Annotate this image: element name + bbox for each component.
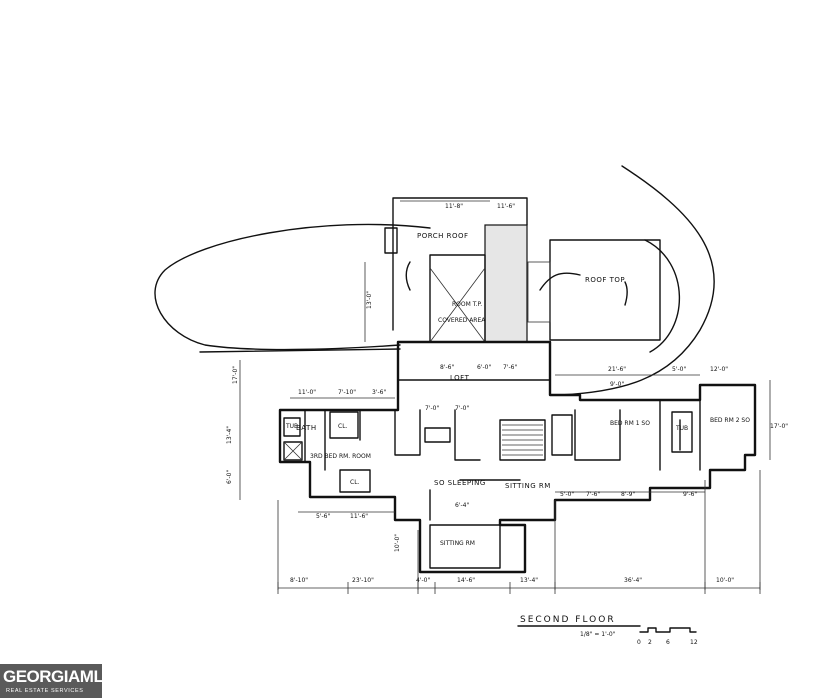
driveway-line [199,348,401,353]
dim-loft3: 6'-0" [477,364,491,371]
dim-bot4: 14'-6" [457,577,475,584]
scale-tick-0: 0 [637,639,641,646]
dim-sit3: 8'-9" [621,491,635,498]
porch-cross-1 [429,267,486,343]
sweep-curve-right [559,165,715,396]
vanity-1 [424,427,451,443]
dim-low1: 5'-6" [316,513,330,520]
dim-right1: 21'-6" [608,366,626,373]
label-bedroom-3: 3RD BED RM. ROOM [310,453,371,460]
logo-tagline: REAL ESTATE SERVICES [6,688,84,694]
dim-bot3: 4'-0" [416,577,430,584]
dim-sitting-h: 10'-0" [394,534,401,552]
closet-2 [339,469,371,493]
tub-fixture [283,417,301,437]
dim-bath-row1: 11'-0" [298,389,316,396]
sitting-room-lower [429,524,501,569]
drawing-title: SECOND FLOOR [520,615,616,625]
label-tub-2: TUB [675,425,688,432]
label-sitting-rm-lower: SITTING RM [440,540,475,547]
bed1-bath [551,414,573,456]
dim-bed-side: 17'-0" [770,423,788,430]
scale-bar [639,627,697,633]
dim-bot5: 13'-4" [520,577,538,584]
dim-sit1: 5'-0" [560,491,574,498]
hatched-deck [484,224,528,343]
label-loft: LOFT [450,374,470,382]
driveway-ellipse [154,223,431,351]
label-room-top: ROOM T.P. [452,301,482,308]
dim-bot6: 36'-4" [624,577,642,584]
dim-bot1: 8'-10" [290,577,308,584]
dim-bot2: 23'-10" [352,577,374,584]
dim-mid2: 7'-0" [455,405,469,412]
dim-left-main: 17'-0" [232,366,239,384]
label-closet-1: CL. [338,423,348,430]
dim-line-top [290,200,700,399]
porch-roof-outline [392,197,528,331]
roof-top-inner [527,261,551,323]
dim-bath-row2: 7'-10" [338,389,356,396]
label-sitting-rm: SITTING RM [505,482,551,490]
label-sleeping: SO SLEEPING [434,479,486,487]
dim-loft2: 7'-6" [503,364,517,371]
georgiamls-logo: GEORGIAMLS REAL ESTATE SERVICES [0,664,115,698]
scale-tick-2: 2 [648,639,652,646]
stair [502,424,543,456]
scale-tick-6: 6 [666,639,670,646]
dim-left-a: 13'-4" [226,426,233,444]
dim-right4: 9'-0" [610,381,624,388]
dim-right2: 12'-0" [710,366,728,373]
shower-fixture [283,441,303,461]
porch-area [429,254,486,343]
scale-tick-12: 12 [690,639,698,646]
label-bath: BATH [296,424,317,432]
dim-loft1: 8'-6" [440,364,454,371]
porch-arrow [405,261,411,291]
roof-arrow [539,272,628,306]
dim-bath-row3: 3'-6" [372,389,386,396]
dim-top2: 11'-6" [497,203,515,210]
closet-1 [329,411,359,439]
label-tub: TUB [285,423,298,430]
dim-left-roof: 13'-0" [366,291,373,309]
label-bed-rm-2: BED RM 2 SO [710,417,750,424]
scale-bar-ticks: 0 2 6 12 [637,639,698,646]
dim-left-b: 6'-0" [226,470,233,484]
dim-low2: 11'-6" [350,513,368,520]
dim-verticals [277,470,761,590]
dim-top1: 11'-8" [445,203,463,210]
label-bed-rm-1: BED RM 1 SO [610,420,650,427]
dim-bot7: 10'-0" [716,577,734,584]
roof-top-block [549,239,661,341]
label-closet-2: CL. [350,479,360,486]
label-roof-top: ROOF TOP [585,276,625,284]
interior-walls [304,379,701,521]
label-covered-area: COVERED AREA [438,317,486,324]
dim-mid1: 7'-0" [425,405,439,412]
chimney [384,227,398,254]
dim-sit2: 7'-6" [586,491,600,498]
drawing-scale: 1/8" = 1'-0" [580,631,616,638]
dim-sit4: 9'-6" [683,491,697,498]
shower-cross [283,441,303,461]
sweep-curve-right-inner [644,239,681,353]
label-porch-roof: PORCH ROOF [417,232,469,240]
logo-name: GEORGIAMLS [3,667,115,686]
dim-right3: 5'-0" [672,366,686,373]
bed2-bath [671,411,693,453]
dim-sleep: 6'-4" [455,502,469,509]
